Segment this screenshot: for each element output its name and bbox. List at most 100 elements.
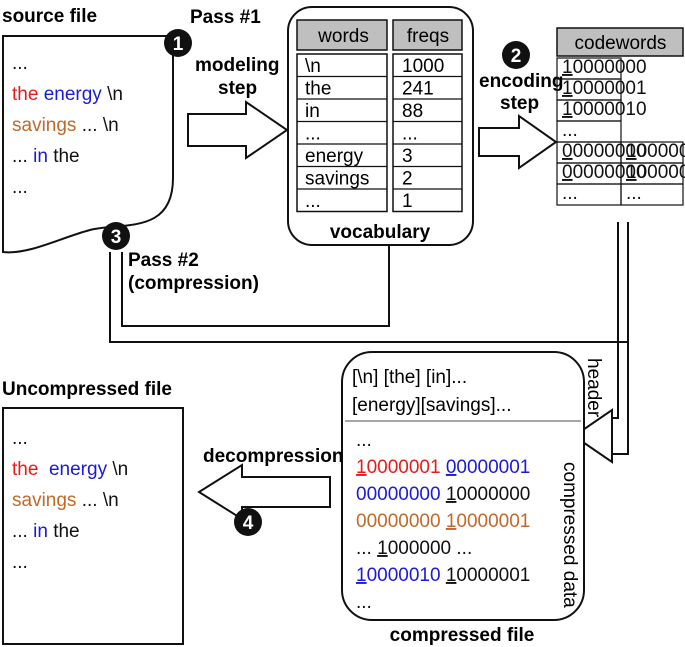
codeword-value: ... bbox=[562, 120, 578, 141]
codeword-bits: 0000001 bbox=[637, 162, 685, 183]
vocab-freq-cell: 3 bbox=[402, 146, 413, 167]
codeword-flag-bit: 1 bbox=[562, 99, 573, 120]
pass-2-line-inner bbox=[121, 246, 390, 327]
compressed-data-side-label: compressed data bbox=[559, 462, 580, 608]
uncompressed-file-line: ... bbox=[12, 428, 28, 449]
uncompressed-file-word: energy bbox=[38, 459, 107, 480]
compressed-flag-bit: 1 bbox=[356, 457, 367, 478]
compressed-bits: 0000001 bbox=[456, 511, 530, 532]
compressed-bits: ... bbox=[356, 430, 372, 451]
pass-1-label: Pass #1 bbox=[190, 7, 261, 28]
compressed-data-line: 10000010 10000001 bbox=[356, 565, 530, 586]
uncompressed-file-word: the bbox=[48, 521, 80, 542]
codeword-bits: 0000000 bbox=[573, 162, 647, 183]
words-header: words bbox=[317, 26, 369, 47]
codeword-value: ... bbox=[562, 183, 578, 204]
source-file-word: the bbox=[12, 84, 38, 105]
source-file-word: ... \n bbox=[76, 115, 118, 136]
encoding-arrow bbox=[478, 114, 558, 170]
source-file-title: source file bbox=[2, 6, 97, 27]
codeword-flag-bit: 0 bbox=[562, 162, 573, 183]
codeword-value: 10000000 bbox=[626, 141, 685, 162]
compressed-bits: 0000001 bbox=[456, 565, 530, 586]
compressed-header-lines: [\n] [the] [in]...[energy][savings]... bbox=[352, 367, 511, 416]
source-file-word: the bbox=[48, 146, 80, 167]
step-4-number: 4 bbox=[243, 513, 254, 534]
codeword-flag-bit: 1 bbox=[626, 162, 637, 183]
codeword-flag-bit: 1 bbox=[562, 78, 573, 99]
codeword-cell bbox=[620, 183, 684, 206]
step-2-number: 2 bbox=[511, 46, 522, 67]
source-file-shape bbox=[2, 35, 174, 254]
compressed-data-line: 10000001 00000001 bbox=[356, 457, 530, 478]
codeword-bits: 0000010 bbox=[573, 99, 647, 120]
compressed-bits: 00000000 bbox=[356, 484, 446, 505]
compressed-bits: ... bbox=[356, 592, 372, 613]
compressed-data-line: 00000000 10000001 bbox=[356, 511, 530, 532]
compressed-bits: 0000000 bbox=[456, 484, 530, 505]
source-file-line: the energy \n bbox=[12, 84, 123, 105]
step-3-badge bbox=[102, 222, 130, 250]
vocab-freq-cell: 241 bbox=[402, 79, 434, 100]
codeword-flag-bit: 0 bbox=[562, 141, 573, 162]
codewords-header: codewords bbox=[575, 33, 667, 54]
source-file-word: energy bbox=[38, 84, 102, 105]
codeword-value: 00000000 bbox=[562, 162, 647, 183]
vocab-word-cell: \n bbox=[305, 56, 321, 77]
uncompressed-file-line: ... in the bbox=[12, 521, 80, 542]
compressed-flag-bit: 1 bbox=[377, 538, 388, 559]
vocab-freq-cell: 1000 bbox=[402, 56, 444, 77]
source-file-line: ... bbox=[12, 53, 28, 74]
uncompressed-file-line: savings ... \n bbox=[12, 490, 119, 511]
compressed-flag-bit: 1 bbox=[356, 565, 367, 586]
codeword-value: 10000001 bbox=[562, 78, 647, 99]
compressed-bits: ... bbox=[356, 538, 377, 559]
decompression-arrow bbox=[197, 463, 331, 521]
compressed-file-box bbox=[341, 351, 585, 621]
uncompressed-file-word: \n bbox=[107, 459, 128, 480]
codeword-bits: ... bbox=[562, 183, 578, 204]
source-file-word: \n bbox=[102, 84, 123, 105]
codeword-flag-bit: 1 bbox=[562, 57, 573, 78]
codeword-value: 10000001 bbox=[626, 162, 685, 183]
vocab-freq-cell: 1 bbox=[402, 191, 413, 212]
compressed-bits: 000000 ... bbox=[388, 538, 473, 559]
modeling-label: modeling bbox=[195, 55, 279, 76]
source-file-line: savings ... \n bbox=[12, 115, 119, 136]
compressed-bits: 0000010 bbox=[367, 565, 441, 586]
vocab-word-cell: the bbox=[305, 79, 331, 100]
compressed-data-line: 00000000 10000000 bbox=[356, 484, 530, 505]
compressed-flag-bit: 1 bbox=[446, 484, 457, 505]
uncompressed-file-word: ... \n bbox=[76, 490, 118, 511]
freqs-header: freqs bbox=[407, 26, 449, 47]
step-1-number: 1 bbox=[173, 34, 184, 55]
uncompressed-file-word: savings bbox=[12, 490, 76, 511]
decompression-label: decompression bbox=[203, 446, 343, 467]
compressed-file-caption: compressed file bbox=[390, 625, 535, 646]
pass-2-line-outer bbox=[109, 252, 628, 343]
compressed-flag-bit: 1 bbox=[446, 565, 457, 586]
codeword-value: ... bbox=[626, 183, 642, 204]
uncompressed-file-lines: ... the energy \n savings ... \n ... in the… bbox=[12, 428, 128, 573]
compressed-flag-bit: 0 bbox=[446, 457, 457, 478]
encoding-label: encoding bbox=[479, 71, 563, 92]
encoding-step-label: step bbox=[500, 93, 539, 114]
compressed-header-line: [energy][savings]... bbox=[352, 395, 511, 416]
codeword-bits: 0000000 bbox=[637, 141, 685, 162]
vocab-freq-cell: ... bbox=[402, 124, 418, 145]
codeword-bits: 0000000 bbox=[573, 57, 647, 78]
modeling-arrow bbox=[187, 100, 289, 160]
uncompressed-file-shape bbox=[2, 407, 184, 645]
vocab-word-cell: ... bbox=[305, 191, 321, 212]
vocabulary-box bbox=[287, 6, 474, 246]
words-column bbox=[296, 53, 388, 213]
uncompressed-file-title: Uncompressed file bbox=[2, 379, 172, 400]
codeword-bits: ... bbox=[562, 120, 578, 141]
compressed-bits: 0000001 bbox=[456, 457, 530, 478]
words-header-cell bbox=[296, 19, 388, 51]
codewords-output-line-inner bbox=[612, 222, 619, 419]
compressed-bits: 0000001 bbox=[367, 457, 441, 478]
